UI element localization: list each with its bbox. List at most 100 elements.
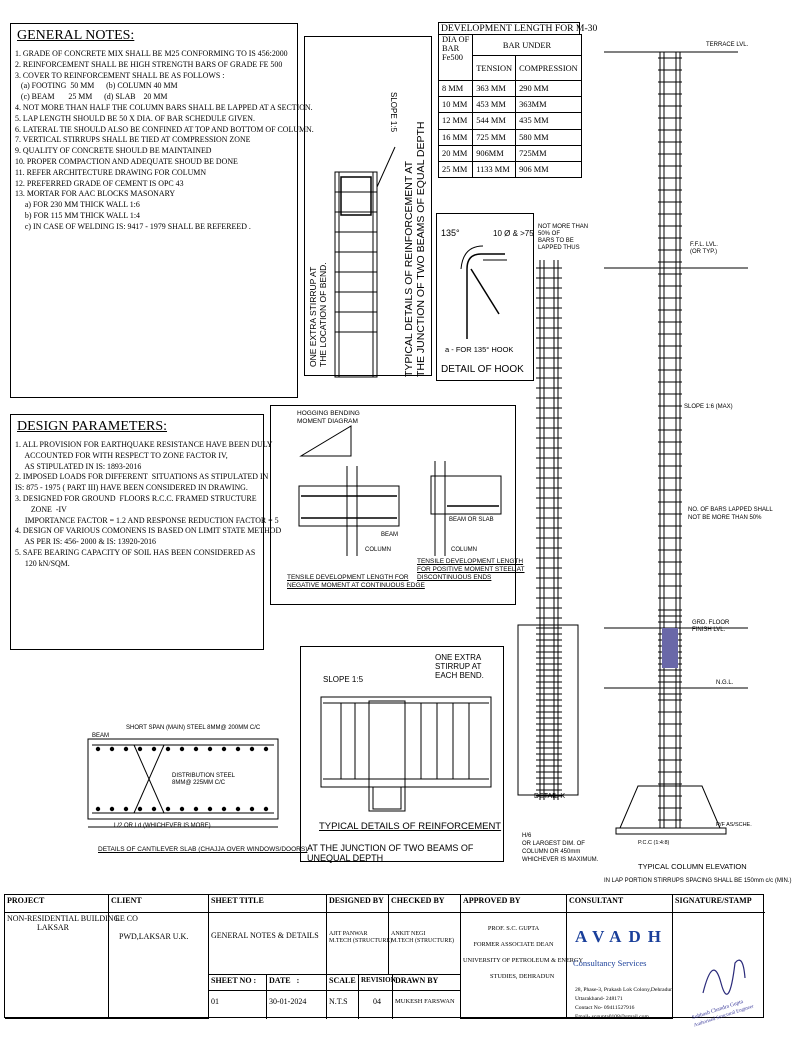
compression-cell: 580 MM <box>515 128 582 146</box>
client-label: CLIENT <box>109 895 209 913</box>
design-parameter-item: AS PER IS: 456- 2000 & IS: 13920-2016 <box>15 536 157 547</box>
cantilever-caption: DETAILS OF CANTILEVER SLAB (CHAJJA OVER … <box>98 846 308 853</box>
ground-floor-level: GRD. FLOOR FINISH LVL. <box>692 620 730 633</box>
equal-depth-junction-detail: SLOPE 1:5 ONE EXTRA STIRRUP AT THE LOCAT… <box>304 36 432 378</box>
extra-stirrup-note: ONE EXTRA STIRRUP AT THE LOCATION OF BEN… <box>308 262 328 367</box>
slope-label-1: SLOPE 1:5 <box>389 92 398 133</box>
tension-cell: 453 MM <box>472 96 517 114</box>
title-block: PROJECT NON-RESIDENTIAL BUILDING LAKSAR … <box>4 894 765 1028</box>
project-label: PROJECT <box>5 895 109 913</box>
rf-label: R/F AS/SCHE. <box>716 822 752 828</box>
date-label: DATE : <box>267 975 327 991</box>
consultant-block: AVADH Consultancy Services 28, Phase-3, … <box>567 913 673 1020</box>
general-note-item: 4. NOT MORE THAN HALF THE COLUMN BARS SH… <box>15 101 313 112</box>
unequal-depth-drawing <box>320 696 492 812</box>
general-note-item: 7. VERTICAL STIRRUPS SHALL BE TIED AT CO… <box>15 134 251 145</box>
signature-stamp: Subhash Chandra Gupta Authorised Structu… <box>673 913 765 1028</box>
general-note-item: a) FOR 230 MM THICK WALL 1:6 <box>15 199 140 210</box>
general-note-item: c) IN CASE OF WELDING IS: 9417 - 1979 SH… <box>15 220 251 231</box>
positive-moment-caption: TENSILE DEVELOPMENT LENGTH FOR POSITIVE … <box>417 558 525 581</box>
sheet-title-value: GENERAL NOTES & DETAILS <box>209 913 327 975</box>
column-elevation: TERRACE LVL. F.F.L. LVL. (OR TYP.) SLOPE… <box>598 38 792 890</box>
distribution-steel-label: DISTRIBUTION STEEL 8MM@ 225MM C/C <box>172 773 236 786</box>
design-parameter-item: IMPORTANCE FACTOR = 1.2 AND RESPONSE RED… <box>15 514 279 525</box>
general-note-item: 6. LATERAL TIE SHOULD ALSO BE CONFINED A… <box>15 123 314 134</box>
dia-cell: 20 MM <box>437 144 474 162</box>
checked-by-value: ANKIT NEGI M.TECH (STRUCTURE) <box>389 913 461 975</box>
compression-cell: 363MM <box>515 96 582 114</box>
consultant-label: CONSULTANT <box>567 895 673 913</box>
column-label-1: COLUMN <box>365 547 391 553</box>
design-parameter-item: 1. ALL PROVISION FOR EARTHQUAKE RESISTAN… <box>15 439 273 449</box>
general-note-item: 11. REFER ARCHITECTURE DRAWING FOR COLUM… <box>15 166 207 177</box>
tension-cell: 363 MM <box>472 79 517 98</box>
designed-by-value: AJIT PANWAR M.TECH (STRUCTURE) <box>327 913 392 975</box>
general-notes-panel: GENERAL NOTES: 1. GRADE OF CONCRETE MIX … <box>10 23 314 398</box>
general-notes-list: 1. GRADE OF CONCRETE MIX SHALL BE M25 CO… <box>15 48 314 232</box>
signature-label: SIGNATURE/STAMP <box>673 895 765 913</box>
detail-x-label: DETAIL-X <box>534 793 565 800</box>
dia-cell: 8 MM <box>437 79 474 98</box>
approved-by-value: PROF. S.C. GUPTA FORMER ASSOCIATE DEAN U… <box>461 913 583 1019</box>
tensile-development-drawing: COLUMN BEAM BEAM OR SLAB COLUMN <box>298 425 502 556</box>
general-notes-title: GENERAL NOTES: <box>17 28 135 43</box>
sheet-no-label: SHEET NO : <box>209 975 267 991</box>
col-bar-under-header: BAR UNDER <box>472 33 582 57</box>
pcc-label: P.C.C (1:4:8) <box>638 840 670 846</box>
hook-caption: a - FOR 135° HOOK <box>445 345 513 354</box>
consultant-address: 28, Phase-3, Prakash Lok Colony,Dehradun… <box>575 987 673 1020</box>
cantilever-slab-drawing <box>87 738 279 828</box>
hook-angle-label: 135° <box>441 228 460 238</box>
column-elevation-note: IN LAP PORTION STIRRUPS SPACING SHALL BE… <box>604 878 792 884</box>
cantilever-slab-detail: SHORT SPAN (MAIN) STEEL 8MM@ 200MM C/C B… <box>84 705 307 861</box>
design-parameter-item: ZONE -IV <box>15 503 67 514</box>
dia-cell: 16 MM <box>437 128 474 146</box>
development-length-title: DEVELOPMENT LENGTH FOR M-30 <box>438 22 597 34</box>
revision-label: REVISION <box>359 975 396 991</box>
general-note-item: 1. GRADE OF CONCRETE MIX SHALL BE M25 CO… <box>15 48 288 58</box>
negative-moment-caption: TENSILE DEVELOPMENT LENGTH FOR NEGATIVE … <box>287 574 425 589</box>
unequal-extra-stirrup: ONE EXTRA STIRRUP AT EACH BEND. <box>435 653 484 680</box>
scale-label: SCALE <box>327 975 359 991</box>
general-note-item: (c) BEAM 25 MM (d) SLAB 20 MM <box>15 91 168 102</box>
cantilever-span-label: L/2 OR Ld (WHICHEVER IS MORE) <box>114 823 211 829</box>
column-elevation-drawing <box>604 51 748 835</box>
design-parameter-item: 120 kN/SQM. <box>15 557 70 568</box>
tension-cell: 906MM <box>472 144 517 162</box>
tension-cell: 544 MM <box>472 112 517 130</box>
col-dia-header: DIA OF BAR Fe500 <box>437 34 474 81</box>
designed-by-label: DESIGNED BY <box>327 895 389 913</box>
lap-detail: NOT MORE THAN 50% OF BARS TO BE LAPPED T… <box>514 220 594 820</box>
col-compression-header: COMPRESSION <box>515 55 582 81</box>
general-note-item: 5. LAP LENGTH SHOULD BE 50 X DIA. OF BAR… <box>15 112 255 123</box>
general-note-item: b) FOR 115 MM THICK WALL 1:4 <box>15 209 140 220</box>
hook-drawing: 135° 10 Ø & >75 a - FOR 135° HOOK DETAIL… <box>441 228 534 375</box>
design-parameter-item: 3. DESIGNED FOR GROUND FLOORS R.C.C. FRA… <box>15 492 257 503</box>
slope-max-label: SLOPE 1:6 (MAX) <box>684 404 733 410</box>
hook-dim-label: 10 Ø & >75 <box>493 229 534 238</box>
dia-cell: 12 MM <box>437 112 474 130</box>
general-note-item: 13. MORTAR FOR AAC BLOCKS MASONARY <box>15 188 176 199</box>
drawn-by-label: DRAWN BY <box>393 975 461 991</box>
scale-value: N.T.S <box>327 991 359 1019</box>
tension-cell: 725 MM <box>472 128 517 146</box>
hogging-label: HOGGING BENDING MOMENT DIAGRAM <box>297 410 360 425</box>
compression-cell: 435 MM <box>515 112 582 130</box>
design-parameters-panel: DESIGN PARAMETERS: 1. ALL PROVISION FOR … <box>10 414 281 650</box>
general-note-item: 3. COVER TO REINFORCEMENT SHALL BE AS FO… <box>15 69 225 80</box>
equal-depth-title-2: THE JUNCTION OF TWO BEAMS OF EQUAL DEPTH <box>415 121 427 377</box>
col-tension-header: TENSION <box>472 55 517 81</box>
unequal-title-1: TYPICAL DETAILS OF REINFORCEMENT <box>319 821 502 832</box>
equal-depth-title-1: TYPICAL DETAILS OF REINFORCEMENT AT <box>403 160 415 377</box>
revision-value: 04 <box>359 991 393 1019</box>
tension-cell: 1133 MM <box>472 160 517 179</box>
design-parameter-item: ACCOUNTED FOR WITH RESPECT TO ZONE FACTO… <box>15 449 228 460</box>
dia-cell: 10 MM <box>437 96 474 114</box>
design-parameter-item: 2. IMPOSED LOADS FOR DIFFERENT SITUATION… <box>15 471 269 482</box>
